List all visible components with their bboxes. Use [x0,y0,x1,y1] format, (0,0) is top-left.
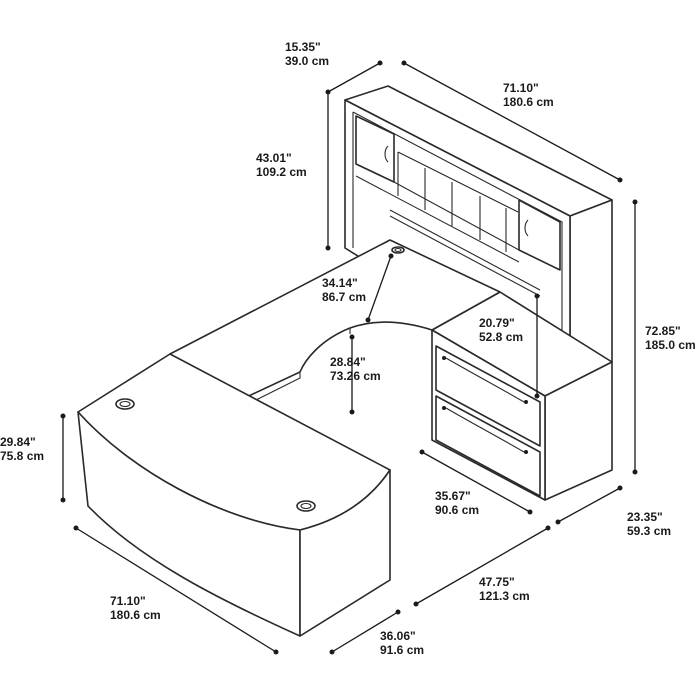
bow-front-desk [77,353,391,637]
dimension-lines [60,60,638,655]
label-hutch-depth-imperial: 15.35" [285,40,321,54]
label-desk-depth-metric: 91.6 cm [380,643,424,657]
dim-line-hutch-width [403,62,621,181]
label-desk-width-metric: 180.6 cm [110,608,161,622]
dim-line-overall-depth [415,527,549,605]
label-desk-depth-imperial: 36.06" [380,629,416,643]
dimension-labels: 15.35" 39.0 cm 71.10" 180.6 cm 43.01" 10… [0,40,696,657]
dim-line-bridge-length [367,255,392,321]
label-file-width-metric: 90.6 cm [435,503,479,517]
label-desk-width-imperial: 71.10" [110,594,146,608]
label-file-depth-imperial: 23.35" [627,510,663,524]
label-hutch-width-metric: 180.6 cm [503,95,554,109]
label-bridge-depth-metric: 73.26 cm [330,369,381,383]
label-hutch-height-metric: 109.2 cm [256,165,307,179]
label-hutch-depth-metric: 39.0 cm [285,54,329,68]
dim-line-desk-depth [331,611,399,653]
dim-line-desk-width [75,527,277,653]
furniture-drawing [77,85,613,637]
label-hutch-width-imperial: 71.10" [503,81,539,95]
label-overall-height-imperial: 72.85" [645,324,681,338]
dim-line-hutch-depth [327,62,381,93]
dim-line-file-depth [557,487,621,523]
label-file-width-imperial: 35.67" [435,489,471,503]
label-desk-height-imperial: 29.84" [0,435,36,449]
label-overall-height-metric: 185.0 cm [645,338,696,352]
label-hutch-height-imperial: 43.01" [256,151,292,165]
dim-line-file-width [421,451,531,513]
label-bridge-length-metric: 86.7 cm [322,290,366,304]
label-file-depth-metric: 59.3 cm [627,524,671,538]
label-overall-depth-metric: 121.3 cm [479,589,530,603]
label-file-height-imperial: 20.79" [479,316,515,330]
label-desk-height-metric: 75.8 cm [0,449,44,463]
label-bridge-depth-imperial: 28.84" [330,355,366,369]
label-overall-depth-imperial: 47.75" [479,575,515,589]
desk-return [169,239,501,407]
label-bridge-length-imperial: 34.14" [322,276,358,290]
label-file-height-metric: 52.8 cm [479,330,523,344]
lateral-file [431,291,613,501]
